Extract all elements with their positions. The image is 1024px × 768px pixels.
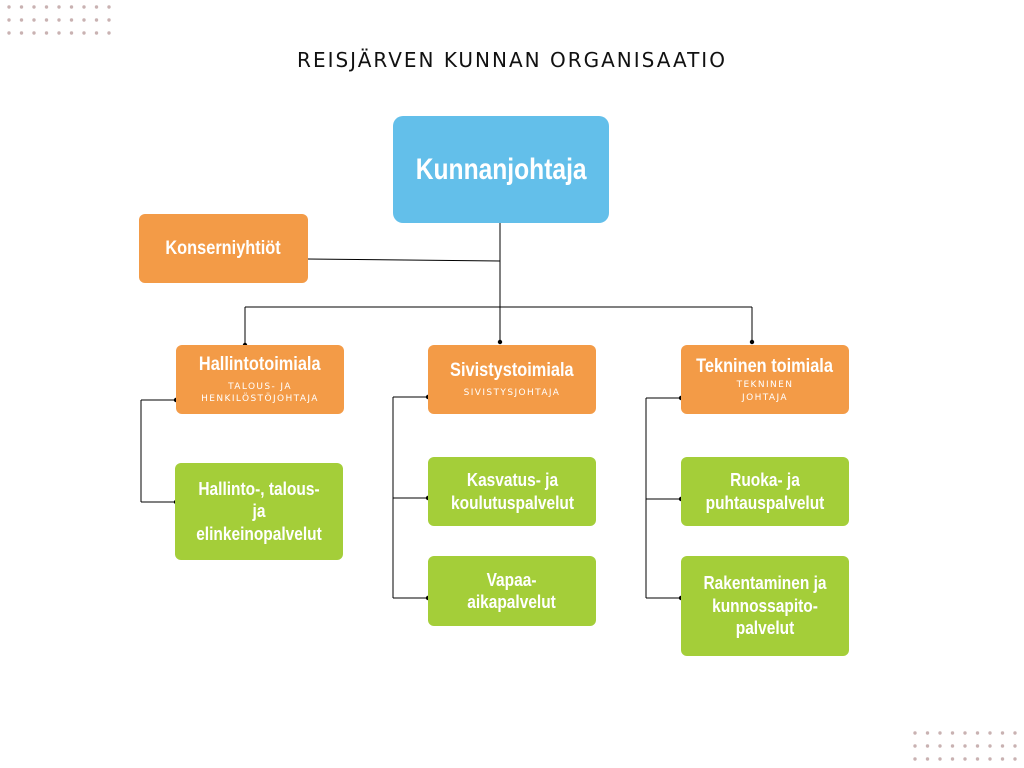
decorative-dot <box>7 18 11 22</box>
decorative-dot <box>107 18 111 22</box>
dot-pattern-bottom-right <box>913 731 1017 761</box>
connector-konserniyhtiot <box>306 258 501 262</box>
decorative-dot <box>963 757 967 761</box>
decorative-dot <box>57 18 61 22</box>
node-kunnanjohtaja: Kunnanjohtaja <box>393 116 609 223</box>
decorative-dot <box>913 731 917 735</box>
node-rakentaminen-palvelut-label: Rakentaminen ja kunnossapito-palvelut <box>703 573 827 639</box>
node-kasvatus-palvelut: Kasvatus- ja koulutuspalvelut <box>428 457 596 526</box>
decorative-dot <box>988 744 992 748</box>
decorative-dot <box>32 5 36 9</box>
decorative-dot <box>925 731 930 735</box>
decorative-dot <box>963 744 967 748</box>
node-hallinto-palvelut-label: Hallinto-, talous- ja elinkeinopalvelut <box>196 478 322 544</box>
decorative-dot <box>57 5 61 9</box>
decorative-dot <box>44 5 49 9</box>
decorative-dot <box>44 31 49 35</box>
node-rakentaminen-palvelut: Rakentaminen ja kunnossapito-palvelut <box>681 556 849 656</box>
decorative-dot <box>1013 731 1017 735</box>
decorative-dot <box>988 731 992 735</box>
decorative-dot <box>963 731 967 735</box>
decorative-dot <box>988 757 992 761</box>
node-ruoka-palvelut: Ruoka- ja puhtauspalvelut <box>681 457 849 526</box>
decorative-dot <box>82 18 86 22</box>
decorative-dot <box>950 731 955 735</box>
connector-dot <box>749 339 755 345</box>
node-hallinto-palvelut: Hallinto-, talous- ja elinkeinopalvelut <box>175 463 343 560</box>
decorative-dot <box>938 744 942 748</box>
decorative-dot <box>69 31 74 35</box>
decorative-dot <box>7 5 11 9</box>
decorative-dot <box>69 18 74 22</box>
decorative-dot <box>1013 744 1017 748</box>
node-kunnanjohtaja-label: Kunnanjohtaja <box>415 152 587 186</box>
node-kasvatus-palvelut-label: Kasvatus- ja koulutuspalvelut <box>450 470 574 513</box>
node-sivistystoimiala-label: Sivistystoimiala <box>450 360 574 382</box>
decorative-dot <box>69 5 74 9</box>
decorative-dot <box>44 18 49 22</box>
node-ruoka-palvelut-label: Ruoka- ja puhtauspalvelut <box>705 470 825 513</box>
page-title: REISJÄRVEN KUNNAN ORGANISAATIO <box>297 48 727 72</box>
decorative-dot <box>913 744 917 748</box>
decorative-dot <box>57 31 61 35</box>
decorative-dot <box>1000 731 1005 735</box>
decorative-dot <box>82 31 86 35</box>
decorative-dot <box>94 18 99 22</box>
decorative-dot <box>1000 744 1005 748</box>
node-vapaa-palvelut-label: Vapaa-aikapalvelut <box>467 569 557 613</box>
node-tekninen-toimiala-sub: TEKNINEN JOHTAJA <box>736 380 794 403</box>
node-hallintotoimiala-label: Hallintotoimiala <box>199 354 321 376</box>
decorative-dot <box>107 5 111 9</box>
decorative-dot <box>975 731 980 735</box>
decorative-dot <box>32 31 36 35</box>
node-tekninen-toimiala: Tekninen toimiala TEKNINEN JOHTAJA <box>681 345 849 414</box>
decorative-dot <box>82 5 86 9</box>
decorative-dot <box>107 31 111 35</box>
decorative-dot <box>32 18 36 22</box>
decorative-dot <box>950 757 955 761</box>
decorative-dot <box>975 744 980 748</box>
node-sivistystoimiala: Sivistystoimiala SIVISTYSJOHTAJA <box>428 345 596 414</box>
decorative-dot <box>950 744 955 748</box>
node-hallintotoimiala-sub: TALOUS- JA HENKILÖSTÖJOHTAJA <box>201 381 319 405</box>
decorative-dot <box>938 731 942 735</box>
connector-dot <box>497 339 503 345</box>
node-konserniyhtiot: Konserniyhtiöt <box>139 214 308 283</box>
decorative-dot <box>1000 757 1005 761</box>
decorative-dot <box>94 5 99 9</box>
decorative-dot <box>7 31 11 35</box>
decorative-dot <box>19 18 24 22</box>
decorative-dot <box>925 757 930 761</box>
node-sivistystoimiala-sub: SIVISTYSJOHTAJA <box>463 388 561 399</box>
decorative-dot <box>94 31 99 35</box>
decorative-dot <box>975 757 980 761</box>
node-vapaa-palvelut: Vapaa-aikapalvelut <box>428 556 596 626</box>
node-tekninen-toimiala-label: Tekninen toimiala <box>696 355 834 377</box>
decorative-dot <box>938 757 942 761</box>
decorative-dot <box>925 744 930 748</box>
decorative-dot <box>1013 757 1017 761</box>
decorative-dot <box>19 5 24 9</box>
decorative-dot <box>19 31 24 35</box>
node-hallintotoimiala: Hallintotoimiala TALOUS- JA HENKILÖSTÖJO… <box>176 345 344 414</box>
decorative-dot <box>913 757 917 761</box>
node-konserniyhtiot-label: Konserniyhtiöt <box>165 237 282 259</box>
dot-pattern-top-left <box>7 5 111 35</box>
